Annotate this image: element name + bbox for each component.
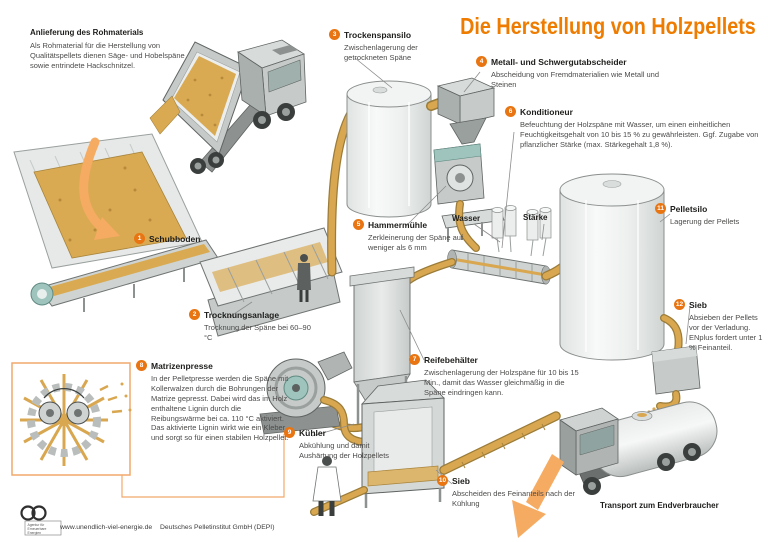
step-3-badge: 3 (329, 29, 340, 40)
step-3-desc: Zwischenlagerung der getrockneten Späne (344, 43, 418, 62)
step-7: 7 Reifebehälter Zwischenlagerung der Holz… (409, 354, 579, 398)
intro-body: Als Rohmaterial für die Herstellung von … (30, 41, 185, 70)
step-2-badge: 2 (189, 309, 200, 320)
step-7-desc: Zwischenlagerung der Holzspäne für 10 bi… (424, 368, 579, 397)
step-6-badge: 6 (505, 106, 516, 117)
hammer-mill-illustration (433, 143, 505, 242)
transport-arrow-icon (512, 454, 564, 538)
step-8-badge: 8 (136, 360, 147, 371)
step-5-badge: 5 (353, 219, 364, 230)
starch-label: Stärke (523, 213, 548, 222)
step-8-desc: In der Pelletpresse werden die Späne mit… (151, 374, 289, 443)
dry-chip-silo-illustration (346, 80, 432, 218)
step-9-title: Kühler (299, 427, 326, 438)
step-11: 11 Pelletsilo Lagerung der Pellets (655, 203, 768, 227)
step-2: 2 Trocknungsanlage Trocknung der Späne be… (189, 309, 316, 343)
step-10-title: Sieb (452, 475, 470, 486)
step-11-desc: Lagerung der Pellets (670, 217, 740, 226)
intro-heading: Anlieferung des Rohmaterials (30, 28, 144, 37)
conditioner-illustration (447, 205, 552, 285)
water-label: Wasser (452, 214, 481, 223)
step-3: 3 Trockenspansilo Zwischenlagerung der ge… (329, 29, 449, 63)
step-5-title: Hammermühle (368, 219, 428, 230)
step-12-badge: 12 (674, 299, 685, 310)
step-10-badge: 10 (437, 475, 448, 486)
operator-illustration (297, 254, 311, 302)
page-title: Die Herstellung von Holzpellets (460, 13, 756, 39)
intro-block: Anlieferung des Rohmaterials Als Rohmate… (30, 28, 192, 71)
die-detail-illustration (11, 362, 285, 498)
step-5-desc: Zerkleinerung der Späne auf weniger als … (368, 233, 464, 252)
logo-line-3: Energien (28, 531, 42, 535)
step-1: 1 Schubboden (134, 233, 200, 244)
cooler-illustration (361, 379, 445, 508)
step-4-badge: 4 (476, 56, 487, 67)
logo-line-2: Erneuerbare (28, 527, 47, 531)
step-5: 5 Hammermühle Zerkleinerung der Späne auf… (353, 219, 486, 253)
step-7-badge: 7 (409, 354, 420, 365)
step-1-title: Schubboden (149, 233, 201, 244)
step-4-desc: Abscheidung von Fremdmaterialien wie Met… (491, 70, 660, 89)
schubboden-conveyor-illustration (30, 239, 219, 312)
step-4: 4 Metall- und Schwergutabscheider Abschei… (476, 56, 661, 90)
metal-separator-illustration (436, 77, 496, 145)
delivery-truck-illustration (149, 39, 307, 174)
flow-arrow-icon (79, 137, 120, 240)
logo-line-1: Agentur für (28, 523, 46, 527)
step-6-title: Konditioneur (520, 106, 573, 117)
step-2-title: Trocknungsanlage (204, 309, 280, 320)
step-7-title: Reifebehälter (424, 354, 478, 365)
pellet-press-illustration (259, 351, 353, 435)
final-sieve-illustration (647, 345, 701, 414)
step-10-desc: Abscheiden des Feinanteils nach der Kühl… (452, 489, 575, 508)
worker-illustration (312, 456, 342, 516)
dryer-illustration (199, 227, 343, 337)
step-1-badge: 1 (134, 233, 145, 244)
step-10: 10 Sieb Abscheiden des Feinanteils nach d… (437, 475, 577, 509)
step-11-badge: 11 (655, 203, 666, 214)
step-8: 8 Matrizenpresse In der Pelletpresse werd… (136, 360, 291, 443)
tanker-truck-illustration (559, 401, 718, 495)
starch-tank-icon (526, 207, 552, 241)
step-3-title: Trockenspansilo (344, 29, 412, 40)
step-9-badge: 9 (284, 427, 295, 438)
leader-lines (227, 57, 691, 485)
footer-url: www.unendlich-viel-energie.de (60, 524, 153, 531)
agency-logo: Agentur für Erneuerbare Energien (20, 505, 62, 536)
step-6: 6 Konditioneur Befeuchtung der Holzspäne … (505, 106, 768, 150)
step-12: 12 Sieb Absieben der Pellets vor der Verl… (674, 299, 767, 353)
step-12-title: Sieb (689, 299, 707, 310)
step-9-desc: Abkühlung und damit Aushärtung der Holzp… (299, 441, 390, 460)
water-tank-icon (491, 205, 517, 239)
step-11-title: Pelletsilo (670, 203, 708, 214)
step-4-title: Metall- und Schwergutabscheider (491, 56, 627, 67)
step-12-desc: Absieben der Pellets vor der Verladung. … (689, 313, 763, 352)
woodchip-pit-illustration (13, 133, 203, 269)
step-2-desc: Trocknung der Späne bei 60–90 °C (204, 323, 311, 342)
pellet-silo-illustration (559, 173, 665, 361)
step-8-title: Matrizenpresse (151, 360, 213, 371)
step-6-desc: Befeuchtung der Holzspäne mit Wasser, um… (520, 120, 759, 149)
step-9: 9 Kühler Abkühlung und damit Aushärtung d… (284, 427, 394, 461)
footer-credit: Deutsches Pelletinstitut GmbH (DEPI) (160, 524, 275, 531)
transport-label: Transport zum Endverbraucher (600, 501, 719, 510)
